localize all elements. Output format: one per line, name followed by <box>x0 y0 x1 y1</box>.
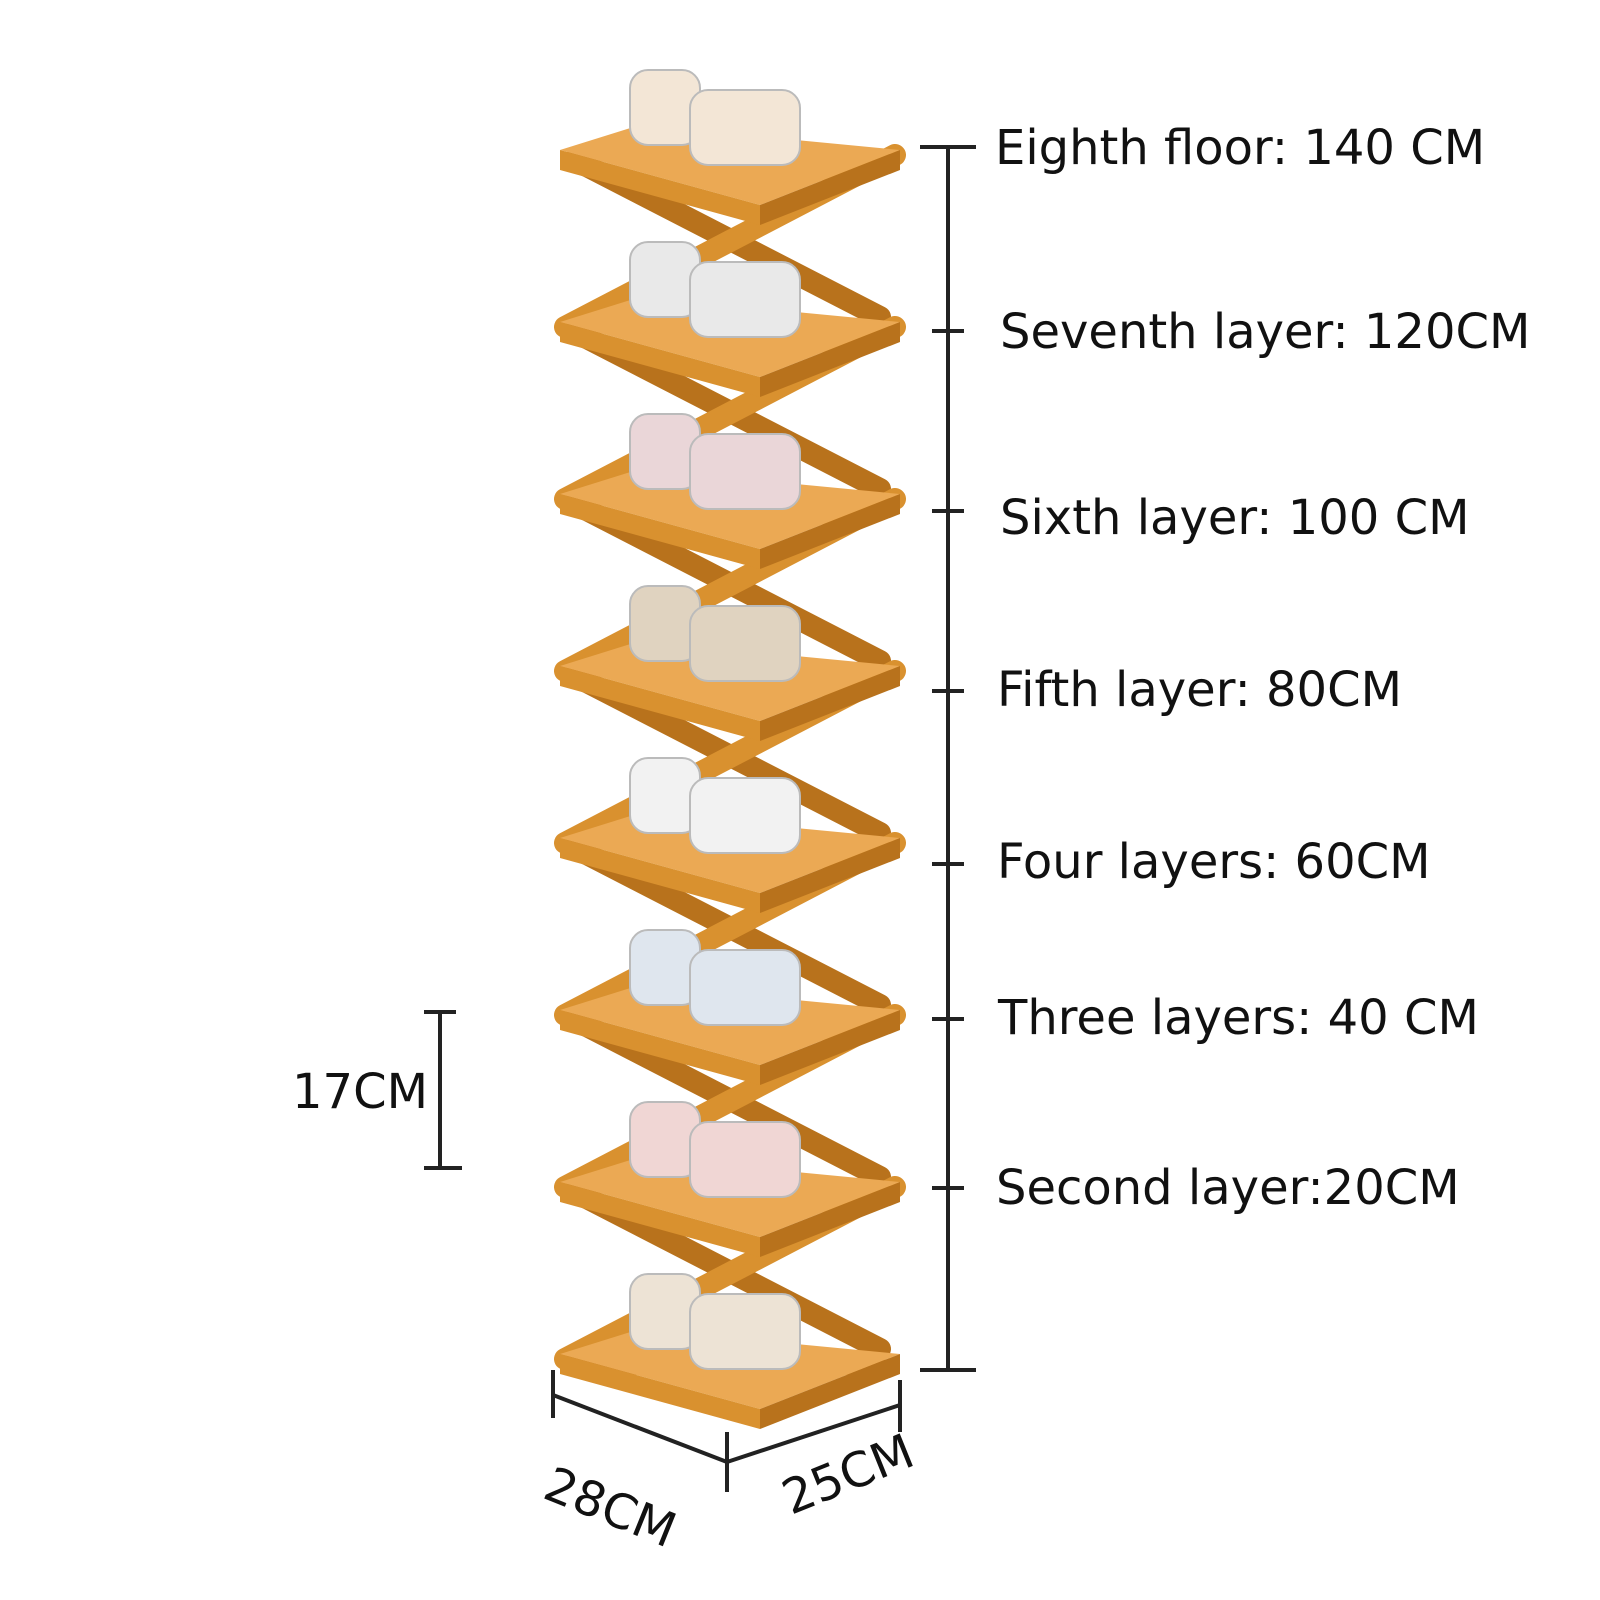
shoe-icon <box>689 605 801 682</box>
depth-dimension-line <box>726 1403 901 1464</box>
shelf-side <box>760 1010 900 1085</box>
shoe-icon <box>689 261 801 338</box>
shelf-side <box>760 1354 900 1429</box>
shelf-front <box>560 666 760 741</box>
height-label-2: Second layer:20CM <box>996 1160 1460 1216</box>
shelf-side <box>760 150 900 225</box>
shelf-front <box>560 1354 760 1429</box>
shelf-front <box>560 1182 760 1257</box>
shelf-spacing-label: 17CM <box>292 1064 429 1120</box>
shoe-icon <box>689 949 801 1026</box>
height-label-8: Eighth floor: 140 CM <box>995 120 1486 176</box>
shoe-icon <box>689 1121 801 1198</box>
height-label-4: Four layers: 60CM <box>997 834 1431 890</box>
height-label-5: Fifth layer: 80CM <box>997 662 1403 718</box>
shoe-icon <box>689 89 801 166</box>
shelf-side <box>760 1182 900 1257</box>
height-label-6: Sixth layer: 100 CM <box>1000 490 1470 546</box>
shelf-front <box>560 838 760 913</box>
height-label-7: Seventh layer: 120CM <box>1000 304 1531 360</box>
shoe-icon <box>689 777 801 854</box>
shelf-side <box>760 838 900 913</box>
shoe-icon <box>689 433 801 510</box>
shoe-icon <box>689 1293 801 1370</box>
shelf-front <box>560 322 760 397</box>
shelf-front <box>560 1010 760 1085</box>
shelf-side <box>760 322 900 397</box>
height-label-3: Three layers: 40 CM <box>998 990 1479 1046</box>
shelf-front <box>560 150 760 225</box>
width-dimension-line <box>552 1393 728 1464</box>
shelf-front <box>560 494 760 569</box>
shelf-side <box>760 494 900 569</box>
shelf-side <box>760 666 900 741</box>
